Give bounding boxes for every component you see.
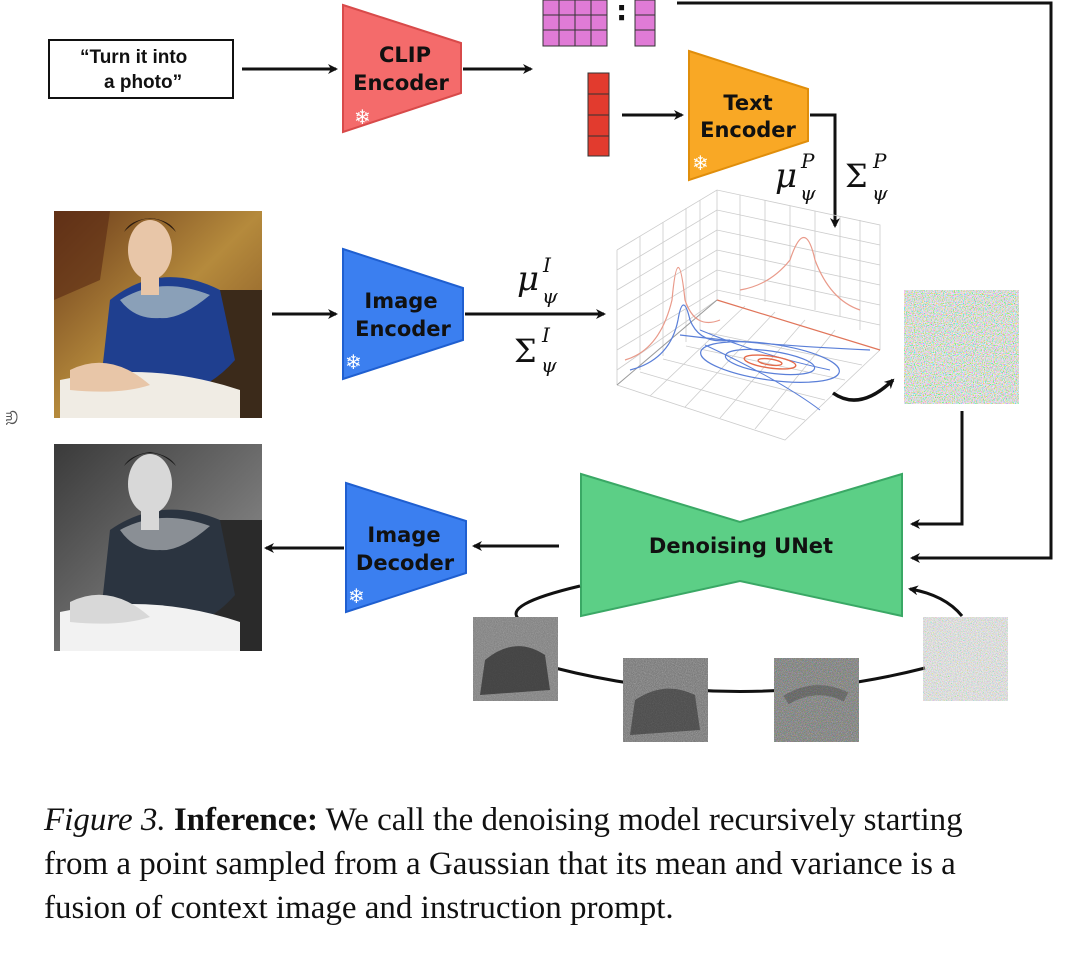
sigma-i-label: Σ I ψ	[514, 323, 557, 377]
prompt-text-line2: a photo”	[104, 72, 182, 93]
svg-text:ψ: ψ	[542, 284, 558, 308]
sample-arrow	[831, 378, 895, 402]
snowflake-icon: ❄	[692, 151, 709, 175]
gaussian-fusion-plot	[616, 189, 881, 441]
intermediate-sample-4	[923, 617, 1008, 701]
denoising-unet: Denoising UNet	[580, 472, 903, 618]
noise-to-unet-arrow	[910, 411, 964, 529]
snowflake-icon: ❄	[348, 584, 365, 608]
caption-label: Figure 3.	[44, 802, 166, 838]
clip-encoder-label-line2: Encoder	[353, 71, 449, 95]
iteration-loop-bottom	[554, 666, 926, 693]
image-encoder-label-line2: Encoder	[355, 317, 451, 341]
sigma-p-label: Σ P ψ	[845, 149, 888, 205]
text-encoder-label-line1: Text	[723, 91, 772, 115]
initial-noise-sample	[904, 290, 1019, 404]
caption-text: We call the denoising model recursively …	[44, 802, 963, 926]
inference-diagram: ଲ “Turn it into a photo” CLIP Encoder ❄ …	[2, 0, 1053, 742]
figure-caption: Figure 3. Inference: We call the denoisi…	[44, 798, 1029, 930]
svg-text:ψ: ψ	[872, 181, 888, 205]
svg-text:Σ: Σ	[514, 332, 537, 370]
context-image	[54, 211, 262, 418]
intermediate-sample-1	[473, 617, 558, 701]
svg-text:ψ: ψ	[541, 353, 557, 377]
snowflake-icon: ❄	[354, 105, 371, 129]
side-number: ଲ	[2, 410, 22, 426]
text-encoder: Text Encoder ❄	[688, 49, 809, 182]
embedding-to-unet-connector	[677, 1, 1053, 563]
svg-text:P: P	[800, 149, 815, 173]
svg-text:I: I	[542, 253, 552, 277]
svg-text:μ: μ	[517, 259, 539, 299]
unet-label: Denoising UNet	[649, 534, 833, 558]
intermediate-sample-2	[623, 658, 708, 742]
image-decoder: Image Decoder ❄	[345, 481, 467, 614]
text-encoder-to-gaussian-arrow	[810, 113, 840, 228]
svg-text:ψ: ψ	[800, 181, 816, 205]
iteration-loop-right	[908, 585, 964, 617]
output-image	[54, 444, 262, 651]
embedding-colon: :	[616, 0, 627, 27]
pooled-token-column	[587, 72, 610, 157]
clip-encoder: CLIP Encoder ❄	[342, 3, 462, 134]
prompt-text-line1: “Turn it into	[80, 47, 187, 68]
mu-i-label: μ I ψ	[517, 253, 558, 308]
token-embedding-column	[634, 0, 656, 47]
token-embedding-grid	[542, 0, 608, 47]
clip-encoder-label-line1: CLIP	[379, 43, 431, 67]
svg-text:Σ: Σ	[845, 157, 868, 195]
image-decoder-label-line2: Decoder	[356, 551, 455, 575]
svg-text:I: I	[541, 323, 551, 347]
mu-p-label: μ P ψ	[775, 149, 816, 205]
image-encoder: Image Encoder ❄	[342, 247, 464, 381]
caption-heading: Inference:	[173, 802, 319, 838]
snowflake-icon: ❄	[345, 350, 362, 374]
iteration-loop-left	[514, 584, 581, 622]
intermediate-sample-3	[774, 658, 859, 742]
image-encoder-label-line1: Image	[364, 289, 437, 313]
svg-text:P: P	[872, 149, 887, 173]
prompt-box: “Turn it into a photo”	[48, 39, 234, 99]
svg-text:μ: μ	[775, 156, 797, 196]
text-encoder-label-line2: Encoder	[700, 118, 796, 142]
image-decoder-label-line1: Image	[367, 523, 440, 547]
